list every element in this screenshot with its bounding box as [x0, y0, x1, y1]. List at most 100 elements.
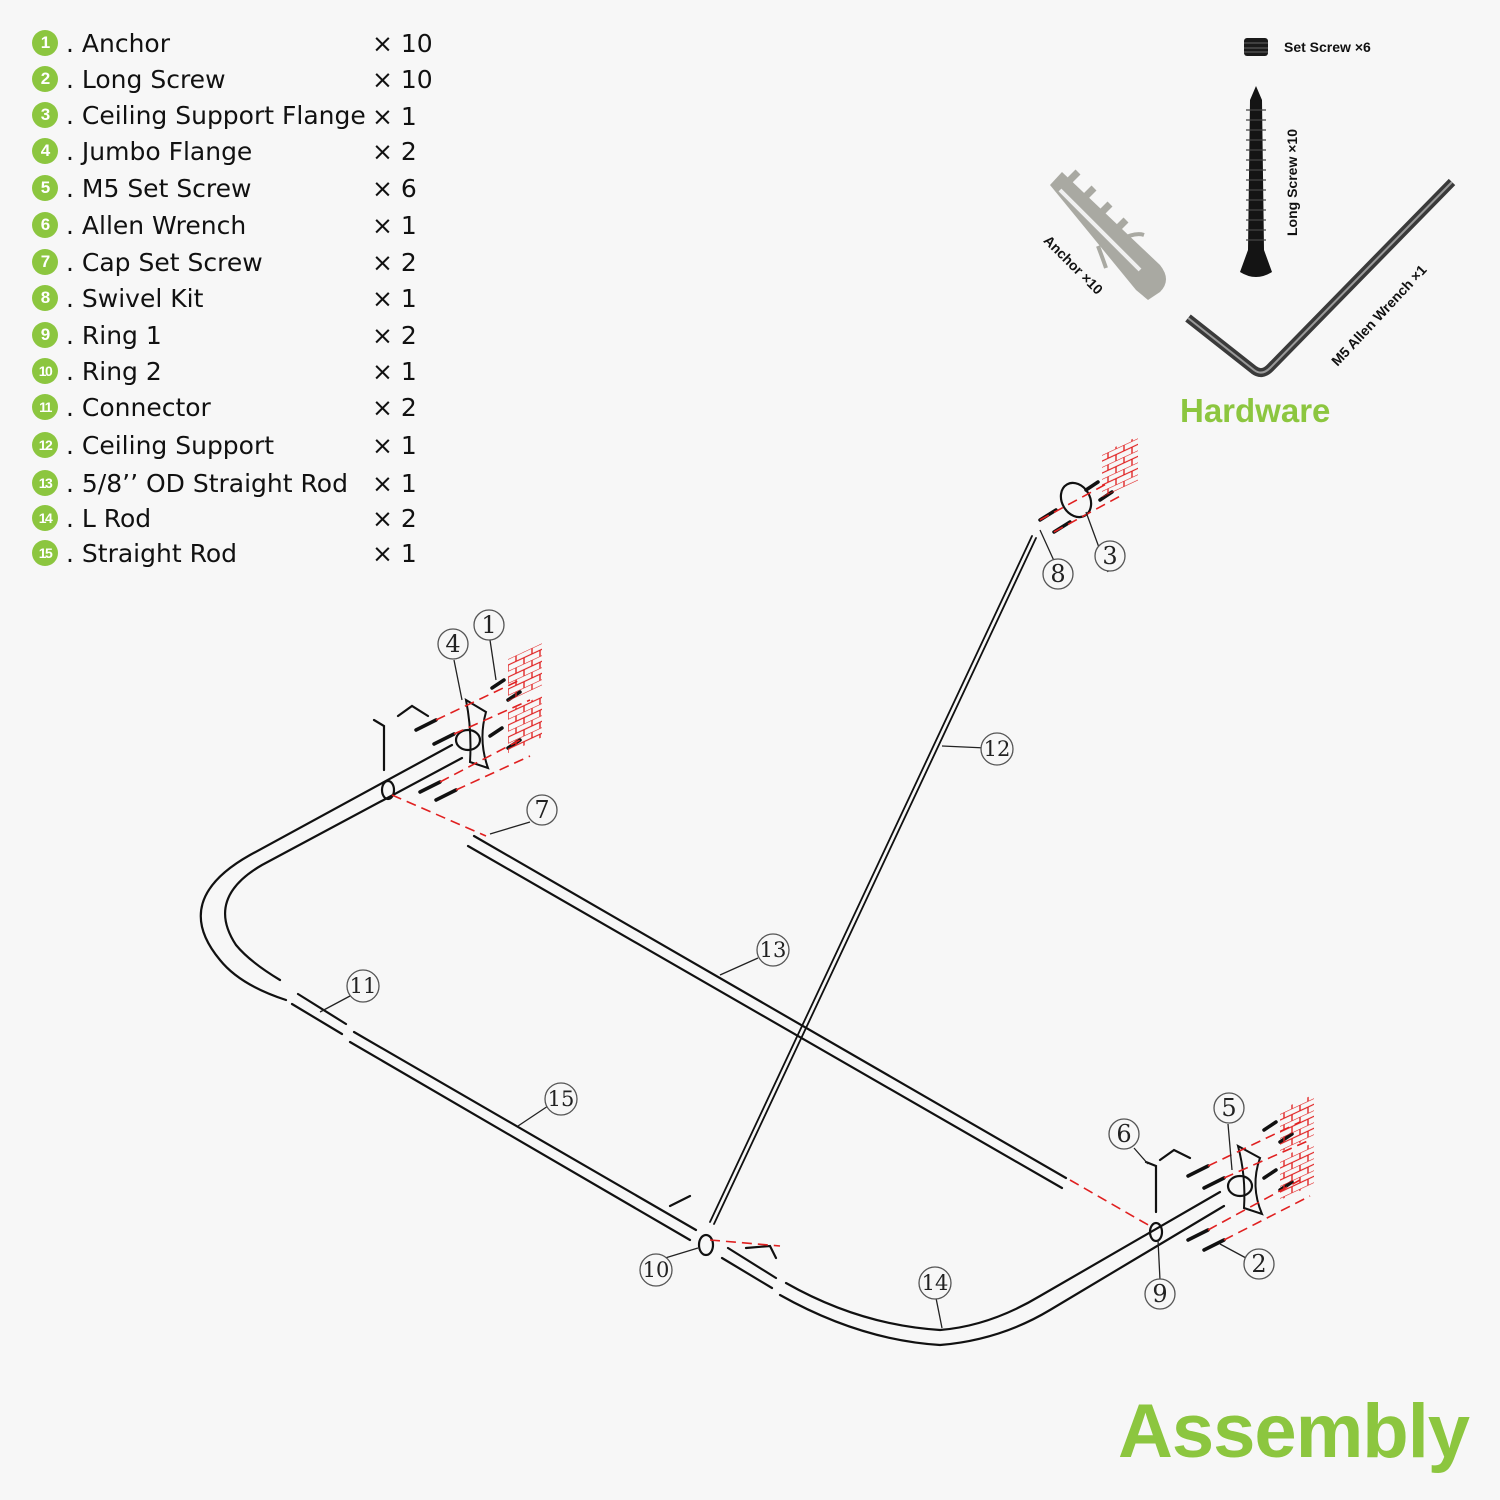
- part-number-badge: 13: [32, 470, 58, 496]
- svg-text:10: 10: [643, 1258, 670, 1282]
- part-quantity: × 2: [372, 247, 417, 277]
- callout-6: 6: [1108, 1118, 1140, 1150]
- callout-11: 11: [346, 969, 380, 1003]
- set-screw-label: Set Screw ×6: [1284, 39, 1371, 55]
- part-number-badge: 7: [32, 249, 58, 275]
- svg-text:9: 9: [1152, 1280, 1167, 1308]
- guide-lines: [391, 481, 1311, 1247]
- straight-rod-13: [466, 834, 1068, 1190]
- part-name: . Ring 2: [66, 356, 162, 386]
- ring-2: [697, 1233, 715, 1257]
- svg-text:5: 5: [1221, 1094, 1236, 1122]
- connector-lower: [720, 1246, 778, 1290]
- part-number-badge: 2: [32, 66, 58, 92]
- part-number-badge: 9: [32, 322, 58, 348]
- set-screw-icon: [1244, 38, 1268, 56]
- callout-5: 5: [1213, 1092, 1245, 1124]
- part-name: . Long Screw: [66, 64, 226, 94]
- callout-12: 12: [980, 732, 1014, 766]
- callout-13: 13: [756, 933, 790, 967]
- part-name: . Allen Wrench: [66, 210, 247, 240]
- part-row: 15. Straight Rod× 1: [32, 536, 452, 570]
- part-row: 5 . M5 Set Screw × 6: [32, 171, 452, 205]
- part-number-badge: 15: [32, 540, 58, 566]
- wall-bricks: [508, 436, 1314, 1201]
- callout-9: 9: [1144, 1278, 1176, 1310]
- part-row: 14 . L Rod × 2: [32, 501, 452, 535]
- long-screw-label: Long Screw ×10: [1284, 129, 1300, 236]
- part-number-badge: 11: [32, 394, 58, 420]
- part-row: 4 . Jumbo Flange × 2: [32, 134, 452, 168]
- callout-7: 7: [526, 794, 558, 826]
- svg-text:8: 8: [1050, 560, 1065, 588]
- svg-text:14: 14: [922, 1271, 949, 1295]
- ceiling-support-rod: [709, 535, 1037, 1225]
- part-row: 7. Cap Set Screw× 2: [32, 245, 452, 279]
- ring-1-right: [1148, 1221, 1164, 1243]
- part-row: 6 . Allen Wrench × 1: [32, 208, 452, 242]
- anchor-icon: [1050, 169, 1166, 300]
- allen-wrench-small: [372, 704, 1192, 1260]
- part-quantity: × 6: [372, 173, 417, 203]
- svg-text:11: 11: [350, 974, 377, 998]
- connector-11: [290, 992, 348, 1036]
- svg-text:6: 6: [1116, 1120, 1131, 1148]
- part-row: 1. Anchor× 10: [32, 26, 452, 60]
- l-rod-left: [199, 743, 464, 1002]
- part-number-badge: 6: [32, 212, 58, 238]
- jumbo-flange-right: [1236, 1144, 1264, 1216]
- part-number-badge: 10: [32, 358, 58, 384]
- svg-text:12: 12: [984, 737, 1011, 761]
- callout-10: 10: [639, 1253, 673, 1287]
- part-name: . Ceiling Support: [66, 430, 275, 460]
- straight-rod-15: [348, 1030, 698, 1242]
- part-quantity: × 10: [372, 28, 433, 58]
- part-name: . M5 Set Screw: [66, 173, 252, 203]
- part-name: . Ceiling Support Flange: [66, 100, 366, 130]
- part-number-badge: 14: [32, 505, 58, 531]
- part-row: 11 . Connector × 2: [32, 390, 452, 424]
- svg-text:15: 15: [548, 1087, 575, 1111]
- part-quantity: × 1: [372, 210, 417, 240]
- part-quantity: × 1: [372, 283, 417, 313]
- hardware-title: Hardware: [1180, 392, 1331, 429]
- callout-2: 2: [1243, 1248, 1275, 1280]
- svg-text:1: 1: [481, 611, 496, 639]
- part-row: 2. Long Screw× 10: [32, 62, 452, 96]
- part-quantity: × 1: [372, 538, 417, 568]
- part-name: . 5/8’’ OD Straight Rod: [66, 468, 348, 498]
- callout-3: 3: [1094, 540, 1126, 572]
- part-name: . Ring 1: [66, 320, 162, 350]
- part-name: . L Rod: [66, 503, 152, 533]
- svg-text:3: 3: [1102, 542, 1117, 570]
- part-row: 3. Ceiling Support Flange× 1: [32, 98, 452, 132]
- part-row: 8 . Swivel Kit × 1: [32, 281, 452, 315]
- svg-text:2: 2: [1251, 1250, 1266, 1278]
- part-quantity: × 2: [372, 136, 417, 166]
- part-quantity: × 1: [372, 356, 417, 386]
- part-number-badge: 1: [32, 30, 58, 56]
- allen-wrench-icon: [1185, 178, 1456, 378]
- part-name: . Jumbo Flange: [66, 136, 253, 166]
- jumbo-flange-left: [464, 697, 490, 770]
- part-quantity: × 2: [372, 503, 417, 533]
- part-number-badge: 4: [32, 138, 58, 164]
- svg-text:7: 7: [534, 796, 549, 824]
- part-number-badge: 8: [32, 285, 58, 311]
- screws: [414, 480, 1294, 1252]
- part-row: 12. Ceiling Support× 1: [32, 428, 452, 462]
- long-screw-icon: [1240, 86, 1272, 277]
- part-quantity: × 1: [372, 102, 417, 131]
- part-number-badge: 5: [32, 175, 58, 201]
- callout-4: 4: [437, 628, 469, 660]
- part-name: . Swivel Kit: [66, 283, 204, 313]
- part-quantity: × 2: [372, 392, 417, 422]
- ring-1-left: [380, 779, 396, 801]
- part-quantity: × 1: [372, 430, 417, 460]
- part-quantity: × 1: [372, 468, 417, 498]
- assembly-title: Assembly: [1118, 1389, 1470, 1474]
- l-rod-right: [778, 1190, 1226, 1347]
- callout-1: 1: [473, 609, 505, 641]
- part-name: . Connector: [66, 392, 211, 422]
